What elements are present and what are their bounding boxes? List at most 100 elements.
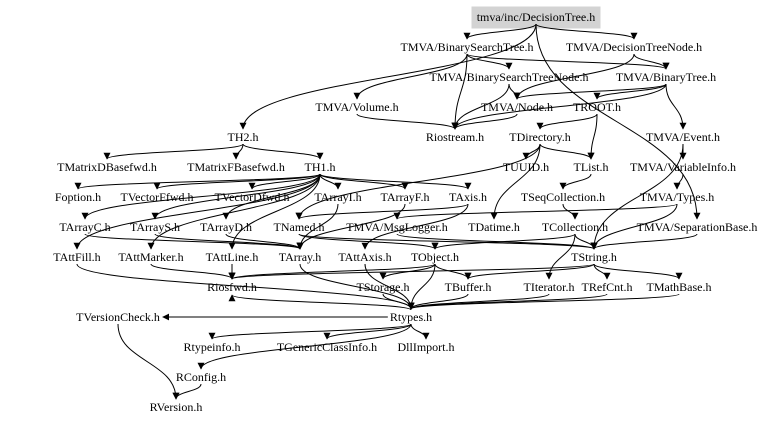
edge-th1-to-tarrays xyxy=(151,173,321,220)
edge-rtypes-to-rtypeinfo xyxy=(208,323,412,340)
node-tnamed[interactable]: TNamed.h xyxy=(274,220,325,234)
edge-th1-to-tvectorffwd xyxy=(153,173,321,190)
node-tstring[interactable]: TString.h xyxy=(571,250,617,264)
edge-binarysearchtree-to-volume xyxy=(353,53,468,100)
node-tcollection[interactable]: TCollection.h xyxy=(542,220,608,234)
node-tvectorffwd[interactable]: TVectorFfwd.h xyxy=(121,190,194,204)
edge-tattmarker-to-riosfwd xyxy=(150,263,236,280)
edge-event-to-tstring xyxy=(590,143,684,250)
edge-tobject-to-tbuffer xyxy=(434,263,472,280)
edge-th2-to-tmatrixdbasefwd xyxy=(103,143,244,160)
node-rconfig[interactable]: RConfig.h xyxy=(176,370,226,384)
node-decisiontreenode[interactable]: TMVA/DecisionTreeNode.h xyxy=(566,40,702,54)
edge-th1-to-taxis xyxy=(319,173,472,190)
node-node[interactable]: TMVA/Node.h xyxy=(481,100,553,114)
edges xyxy=(73,23,701,400)
node-riosfwd[interactable]: Riosfwd.h xyxy=(207,280,257,294)
node-tattfill[interactable]: TAttFill.h xyxy=(53,250,100,264)
node-variableinfo[interactable]: TMVA/VariableInfo.h xyxy=(630,160,736,174)
node-binarytree[interactable]: TMVA/BinaryTree.h xyxy=(616,70,716,84)
node-tgenericclassinfo[interactable]: TGenericClassInfo.h xyxy=(277,340,377,354)
edge-taxis-to-tnamed xyxy=(295,203,469,220)
edge-th2-to-th1 xyxy=(242,143,324,160)
node-tattline[interactable]: TAttLine.h xyxy=(206,250,259,264)
node-tarrays[interactable]: TArrayS.h xyxy=(130,220,180,234)
edge-tarray-to-rtypes xyxy=(299,263,415,310)
edge-rtypes-to-rconfig xyxy=(197,323,412,370)
node-tversioncheck[interactable]: TVersionCheck.h xyxy=(76,310,160,324)
node-tarrayc[interactable]: TArrayC.h xyxy=(59,220,110,234)
edge-th1-to-tarrayf xyxy=(319,173,409,190)
edge-tstring-to-tmathbase xyxy=(593,263,683,280)
edge-node-to-riostream xyxy=(451,113,518,130)
node-binarysearchtree[interactable]: TMVA/BinarySearchTree.h xyxy=(401,40,534,54)
node-trefcnt[interactable]: TRefCnt.h xyxy=(582,280,633,294)
node-tarrayi[interactable]: TArrayI.h xyxy=(314,190,361,204)
edge-binarysearchtree-to-binarytree xyxy=(466,53,670,70)
edge-binarysearchtree-to-riostream xyxy=(451,53,468,130)
node-tuuid[interactable]: TUUID.h xyxy=(503,160,549,174)
node-binarysearchtreenode[interactable]: TMVA/BinarySearchTreeNode.h xyxy=(430,70,589,84)
edge-th1-to-tattmarker xyxy=(147,173,321,250)
node-th2[interactable]: TH2.h xyxy=(228,130,259,144)
edge-binarysearchtreenode-to-node xyxy=(508,83,521,100)
node-troot[interactable]: TROOT.h xyxy=(573,100,621,114)
edge-binarytree-to-node xyxy=(513,83,667,100)
node-rtypes[interactable]: Rtypes.h xyxy=(390,310,432,324)
node-tattmarker[interactable]: TAttMarker.h xyxy=(118,250,183,264)
edge-types-to-msglogger xyxy=(393,203,678,220)
node-tarray[interactable]: TArray.h xyxy=(279,250,322,264)
edge-tnamed-to-tobject xyxy=(298,233,439,250)
node-event[interactable]: TMVA/Event.h xyxy=(646,130,720,144)
node-tbuffer[interactable]: TBuffer.h xyxy=(445,280,492,294)
node-taxis[interactable]: TAxis.h xyxy=(449,190,487,204)
edge-separationbase-to-tstring xyxy=(590,233,698,250)
edge-types-to-tstring xyxy=(590,203,678,250)
node-riostream[interactable]: Riostream.h xyxy=(426,130,484,144)
node-volume[interactable]: TMVA/Volume.h xyxy=(315,100,398,114)
edge-th1-to-tattline xyxy=(228,173,321,250)
node-tlist[interactable]: TList.h xyxy=(574,160,609,174)
node-titerator[interactable]: TIterator.h xyxy=(524,280,575,294)
edge-rtypes-to-dllimport xyxy=(410,323,430,340)
node-tarrayf[interactable]: TArrayF.h xyxy=(380,190,429,204)
edge-binarytree-to-riostream xyxy=(451,83,667,130)
node-rversion[interactable]: RVersion.h xyxy=(150,400,203,414)
edge-msglogger-to-tstring xyxy=(396,233,598,250)
edge-th1-to-tattfill xyxy=(73,173,321,250)
edge-tarrayf-to-tarray xyxy=(296,203,406,250)
edge-rtypes-to-riosfwd xyxy=(228,294,412,311)
edge-tmathbase-to-rtypes xyxy=(407,293,680,310)
node-tdirectory[interactable]: TDirectory.h xyxy=(509,130,571,144)
edge-tstring-to-riosfwd xyxy=(228,263,595,280)
node-separationbase[interactable]: TMVA/SeparationBase.h xyxy=(637,220,758,234)
node-decisiontree[interactable]: tmva/inc/DecisionTree.h xyxy=(477,10,596,24)
node-tarrayd[interactable]: TArrayD.h xyxy=(200,220,252,234)
edge-troot-to-tlist xyxy=(587,113,598,160)
node-th1[interactable]: TH1.h xyxy=(305,160,336,174)
node-tseqcollection[interactable]: TSeqCollection.h xyxy=(521,190,605,204)
edge-tdirectory-to-tlist xyxy=(539,143,595,160)
node-tmatrixdbasefwd[interactable]: TMatrixDBasefwd.h xyxy=(57,160,157,174)
edge-decisiontreenode-to-node xyxy=(513,53,635,100)
edge-th1-to-tvectordfwd xyxy=(248,173,321,190)
node-rtypeinfo[interactable]: Rtypeinfo.h xyxy=(184,340,241,354)
node-foption[interactable]: Foption.h xyxy=(55,190,101,204)
node-tvectordfwd[interactable]: TVectorDfwd.h xyxy=(215,190,290,204)
node-types[interactable]: TMVA/Types.h xyxy=(640,190,715,204)
node-tattaxis[interactable]: TAttAxis.h xyxy=(338,250,391,264)
edge-tobject-to-riosfwd xyxy=(228,263,436,280)
edge-tarrays-to-tarray xyxy=(154,233,304,250)
node-tobject[interactable]: TObject.h xyxy=(411,250,459,264)
edge-th1-to-tarrayc xyxy=(81,173,321,220)
node-dllimport[interactable]: DllImport.h xyxy=(398,340,455,354)
node-tmatrixfbasefwd[interactable]: TMatrixFBasefwd.h xyxy=(187,160,285,174)
edge-tstring-to-tbuffer xyxy=(464,263,595,280)
node-tstorage[interactable]: TStorage.h xyxy=(357,280,410,294)
node-tdatime[interactable]: TDatime.h xyxy=(468,220,520,234)
edge-rconfig-to-rversion xyxy=(172,383,202,400)
edge-binarysearchtree-to-binarysearchtreenode xyxy=(466,53,513,70)
node-msglogger[interactable]: TMVA/MsgLogger.h xyxy=(346,220,447,234)
node-tmathbase[interactable]: TMathBase.h xyxy=(647,280,712,294)
